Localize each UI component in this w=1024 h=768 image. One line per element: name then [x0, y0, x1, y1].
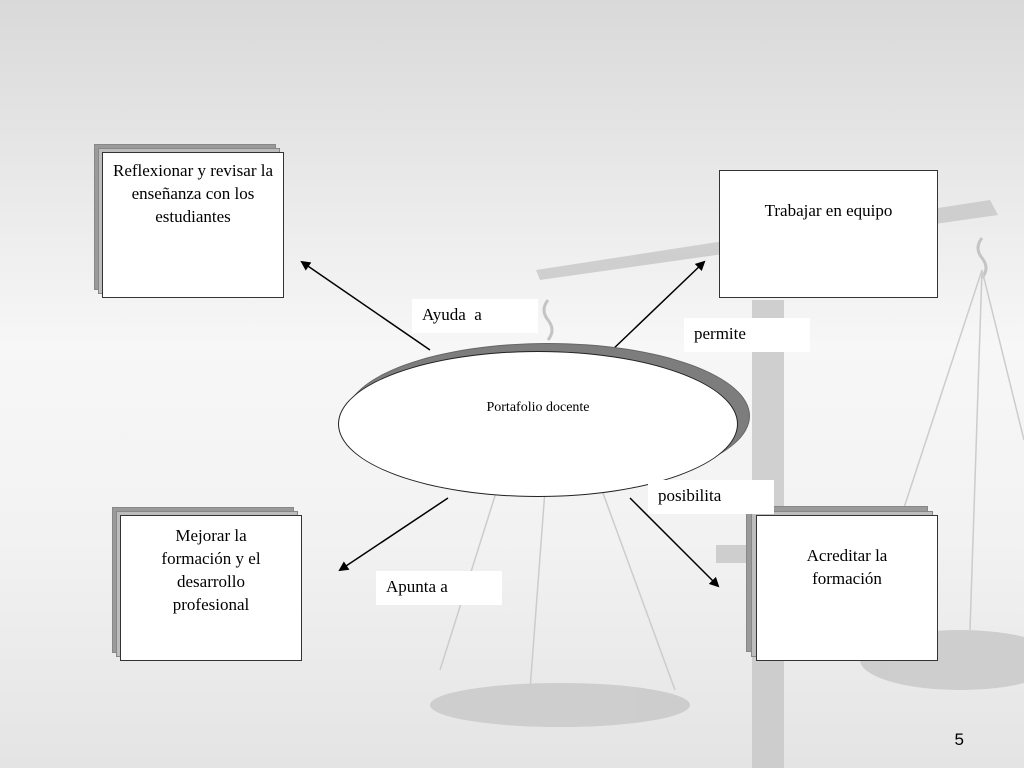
page-number: 5: [954, 730, 964, 749]
arrow-to-top-right: [609, 260, 706, 353]
arrow-to-top-left: [300, 260, 431, 351]
node-top-left: Reflexionar y revisar la enseñanza con l…: [102, 152, 284, 298]
edge-label-bottom-right: posibilita: [648, 480, 774, 514]
edge-label-top-right: permite: [684, 318, 810, 352]
node-bottom-left: Mejorar la formación y el desarrollo pro…: [120, 515, 302, 661]
node-bottom-right: Acreditar la formación: [756, 515, 938, 661]
center-ellipse: [338, 351, 738, 497]
node-top-right: Trabajar en equipo: [719, 170, 938, 298]
center-label: Portafolio docente: [486, 400, 590, 415]
node-bottom-right-text: Acreditar la formación: [806, 546, 888, 588]
node-top-right-text: Trabajar en equipo: [764, 201, 893, 220]
node-top-left-text: Reflexionar y revisar la enseñanza con l…: [112, 161, 273, 226]
edge-label-top-left: Ayuda a: [412, 299, 538, 333]
arrow-to-bottom-left: [338, 497, 449, 572]
edge-label-bottom-left: Apunta a: [376, 571, 502, 605]
arrow-to-bottom-right: [629, 497, 720, 588]
node-bottom-left-text: Mejorar la formación y el desarrollo pro…: [161, 526, 261, 614]
